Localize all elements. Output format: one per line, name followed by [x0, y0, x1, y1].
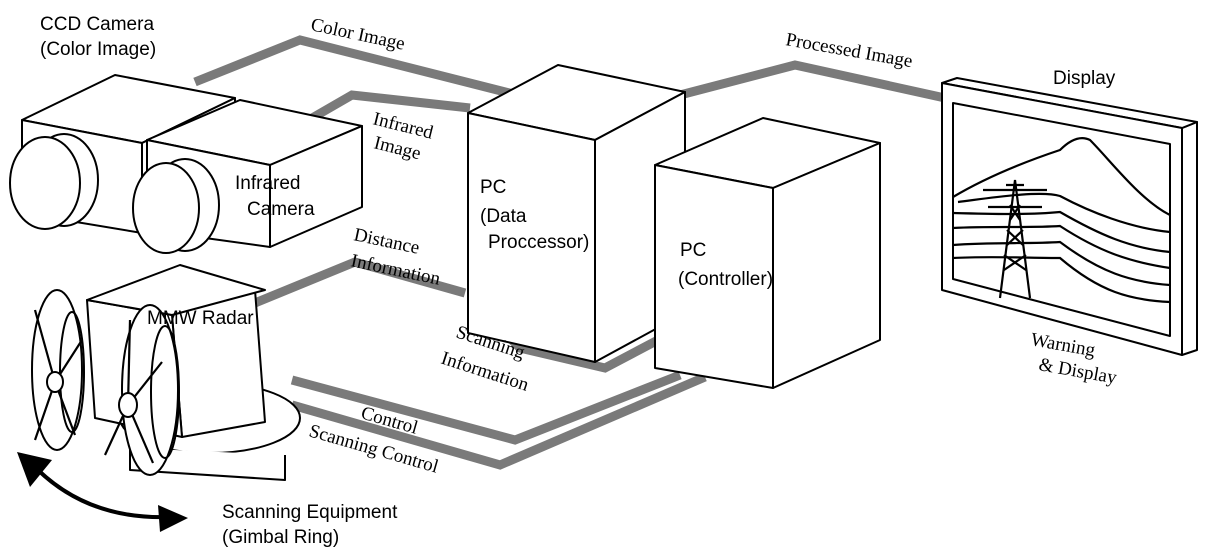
infrared-camera	[132, 99, 363, 254]
cable-scanning-control	[290, 372, 707, 470]
scanning-equipment-label-1: Scanning Equipment	[222, 502, 398, 523]
scanning-equipment-label-2: (Gimbal Ring)	[222, 527, 339, 548]
cable-control	[290, 370, 682, 445]
cable-distance-info	[248, 257, 467, 310]
pc-controller-label-2: (Controller)	[678, 269, 773, 290]
radar-label: MMW Radar	[147, 308, 254, 329]
cable-color-image	[193, 35, 527, 102]
warning-label-1: Warning	[1029, 329, 1097, 361]
infrared-camera-label-1: Infrared	[235, 173, 300, 194]
ccd-lens	[9, 136, 81, 230]
pc-data-label-3: Proccessor)	[488, 232, 589, 253]
display-label: Display	[1053, 68, 1116, 89]
pc-controller-label-1: PC	[680, 240, 706, 261]
display-screen	[952, 102, 1171, 337]
ccd-camera-label-1: CCD Camera	[40, 14, 154, 35]
pc-data-label-1: PC	[480, 177, 506, 198]
display-monitor	[941, 77, 1198, 356]
infrared-lens	[132, 162, 200, 254]
scanning-arrow-icon	[17, 452, 188, 532]
infrared-camera-label-2: Camera	[247, 199, 315, 220]
warning-label-2: & Display	[1037, 354, 1119, 388]
power-line-scene	[952, 136, 1171, 304]
ccd-camera-label-2: (Color Image)	[40, 39, 156, 60]
cable-infrared-image	[297, 90, 471, 129]
distance-label-2: Information	[349, 250, 443, 290]
mmw-radar	[31, 264, 301, 481]
transmission-tower-icon	[983, 179, 1047, 299]
pc-data-label-2: (Data	[480, 206, 527, 227]
pc-controller	[654, 117, 881, 389]
